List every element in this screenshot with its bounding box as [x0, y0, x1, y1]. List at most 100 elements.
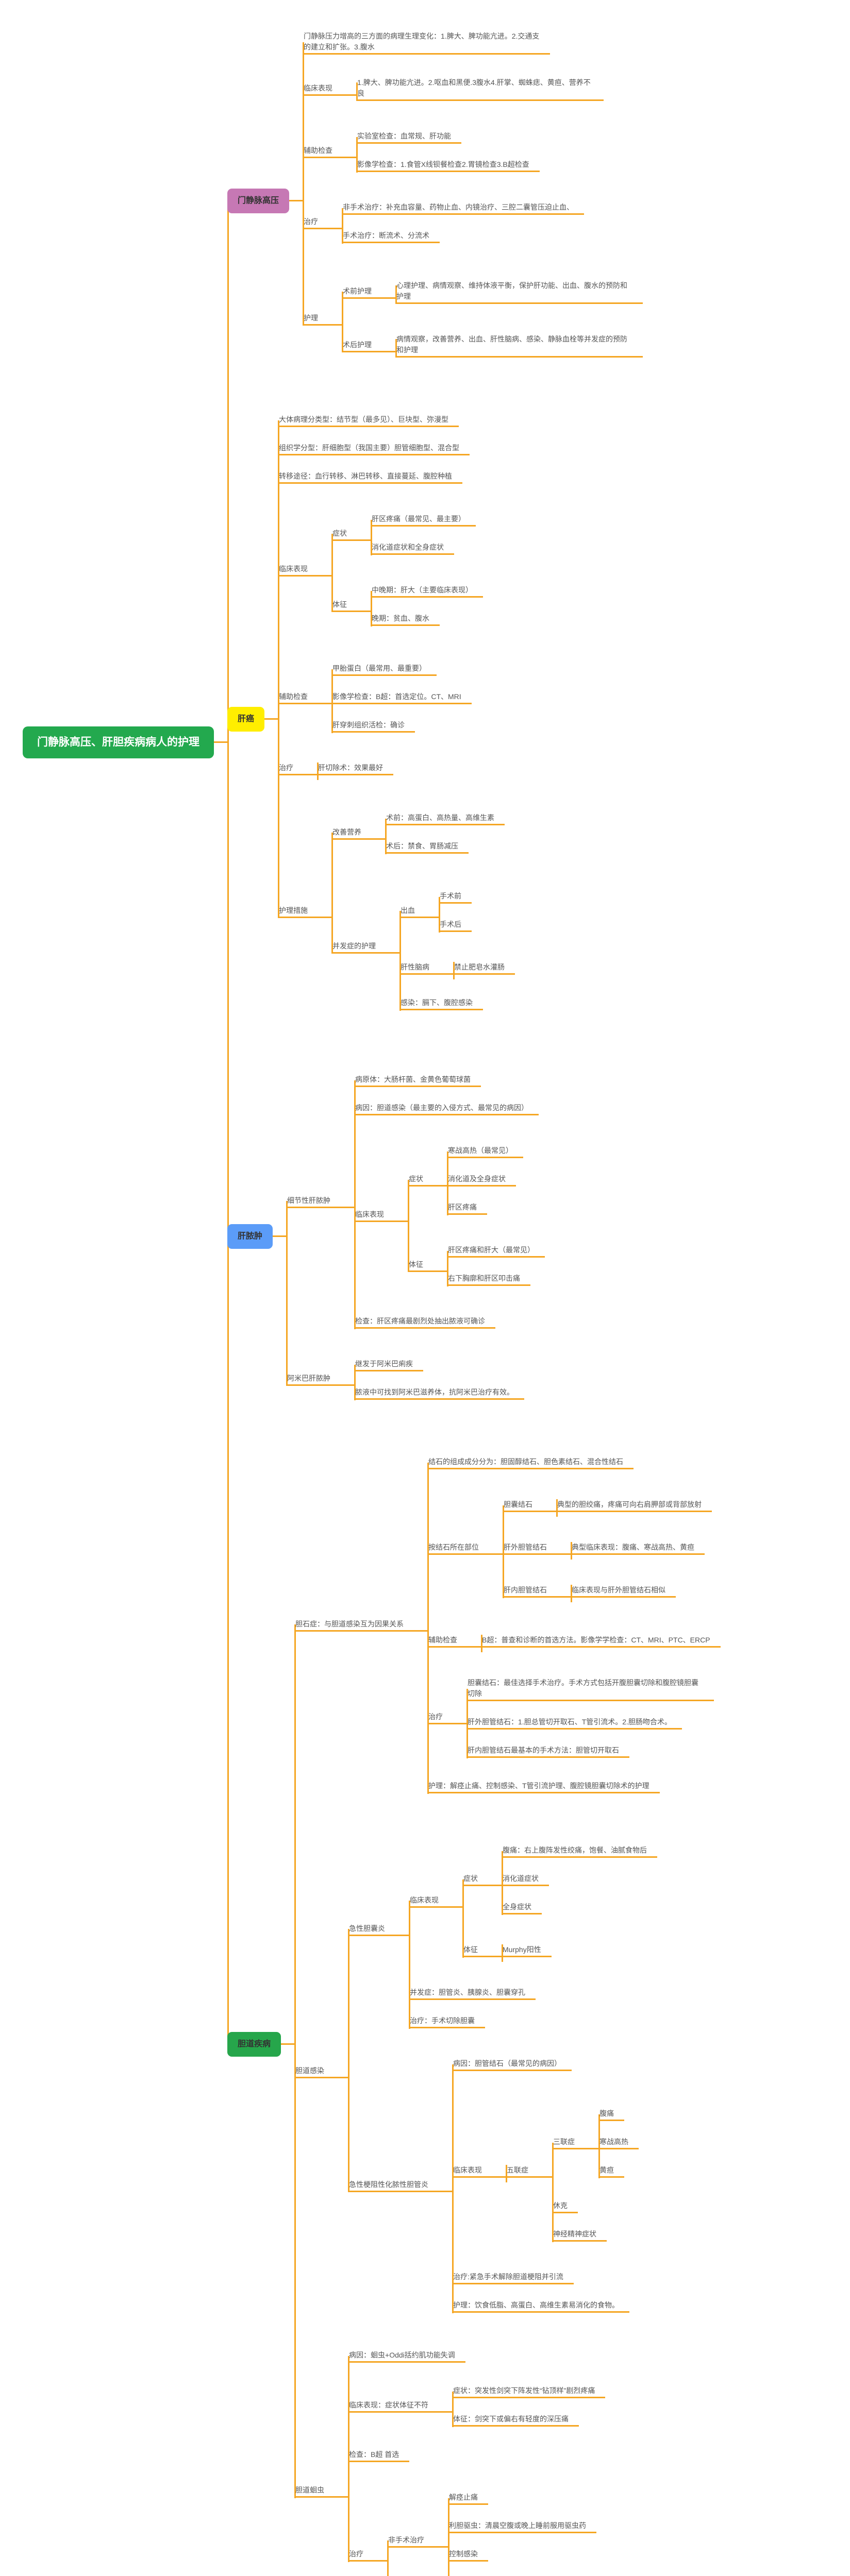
topic-label[interactable]: 肝区疼痛（最常见、最主要） [371, 513, 476, 527]
topic-label[interactable]: 按结石所在部位 [427, 1541, 503, 1555]
topic-label[interactable]: 细节性肝脓肿 [286, 1194, 355, 1208]
topic-label[interactable]: 肝外胆管结石 [503, 1541, 571, 1555]
topic-label[interactable]: Murphy阳性 [502, 1943, 552, 1957]
topic-label[interactable]: B超：普查和诊断的首选方法。影像学学检查：CT、MRI、PTC、ERCP [481, 1634, 721, 1648]
topic-label[interactable]: 并发症的护理 [331, 940, 400, 954]
branch-topic-label[interactable]: 肝脓肿 [227, 1224, 287, 1249]
topic-label[interactable]: 非手术治疗：补充血容量、药物止血、内镜治疗、三腔二囊管压迫止血、 [342, 201, 585, 215]
topic-label[interactable]: 五联症 [506, 2164, 553, 2178]
topic-label[interactable]: 腹痛：右上腹阵发性绞痛，饱餐、油腻食物后 [502, 1844, 658, 1858]
topic-label[interactable]: 肝性脑病 [399, 961, 454, 975]
topic-label[interactable]: 胆石症：与胆道感染互为因果关系 [294, 1618, 428, 1632]
topic-label[interactable]: 寒战高热 [598, 2136, 639, 2149]
topic-label[interactable]: 临床表现 [278, 563, 332, 577]
topic-label[interactable]: 阿米巴肝脓肿 [286, 1372, 355, 1386]
topic-label[interactable]: 急性胆囊炎 [348, 1922, 409, 1936]
topic-label[interactable]: 治疗 [278, 761, 318, 775]
topic-label[interactable]: 护理 [303, 312, 342, 326]
topic-label[interactable]: 肝穿刺组织活检：确诊 [331, 719, 415, 733]
topic-label[interactable]: 甲胎蛋白（最常用、最重要） [331, 662, 437, 676]
topic-label[interactable]: 影像学检查：1.食管X线钡餐检查2.胃镜检查3.B超检查 [356, 158, 540, 172]
topic-label[interactable]: 利胆驱虫：清晨空腹或晚上睡前服用驱虫药 [448, 2519, 597, 2533]
topic-label[interactable]: 肝区疼痛 [447, 1201, 488, 1215]
topic-label[interactable]: 肝内胆管结石 [503, 1584, 571, 1598]
topic-label[interactable]: 胆道蛔虫 [294, 2484, 348, 2498]
branch-topic-label[interactable]: 肝癌 [227, 706, 278, 732]
topic-label[interactable]: 结石的组成成分分为：胆固醇结石、胆色素结石、混合性结石 [427, 1455, 634, 1469]
topic-label[interactable]: 控制感染 [448, 2548, 489, 2562]
topic-label[interactable]: 检查：肝区疼痛最剧烈处抽出脓液可确诊 [354, 1315, 496, 1329]
topic-label[interactable]: 辅助检查 [278, 690, 332, 704]
topic-label[interactable]: 改善营养 [331, 826, 386, 840]
topic-label[interactable]: 手术前 [439, 890, 472, 904]
topic-label[interactable]: 出血 [399, 904, 439, 918]
topic-label[interactable]: 组织学分型：肝细胞型（我国主要）胆管细胞型、混合型 [278, 442, 470, 455]
topic-label[interactable]: 治疗:紧急手术解除胆道梗阻并引流 [452, 2270, 574, 2284]
topic-label[interactable]: 辅助检查 [303, 144, 357, 158]
topic-label[interactable]: 术前：高蛋白、高热量、高维生素 [385, 811, 505, 825]
topic-label[interactable]: 治疗 [348, 2548, 388, 2562]
topic-label[interactable]: 辅助检查 [427, 1634, 481, 1648]
topic-label[interactable]: 急性梗阻性化脓性胆管炎 [348, 2178, 453, 2192]
topic-label[interactable]: 体征 [331, 598, 371, 612]
topic-label[interactable]: 症状 [331, 527, 371, 541]
topic-label[interactable]: 治疗：手术切除胆囊 [409, 2014, 486, 2028]
topic-label[interactable]: 体征：剑突下或偏右有轻度的深压痛 [452, 2413, 579, 2427]
topic-label[interactable]: 腹痛 [598, 2107, 625, 2121]
topic-label[interactable]: 肝区疼痛和肝大（最常见） [447, 1244, 545, 1258]
topic-label[interactable]: 手术后 [439, 918, 472, 932]
topic-label[interactable]: 非手术治疗 [387, 2534, 448, 2548]
topic-label[interactable]: 胆囊结石：最佳选择手术治疗。手术方式包括开腹胆囊切除和腹腔镜胆囊切除 [466, 1676, 714, 1701]
topic-label[interactable]: 影像学检查：B超：首选定位。CT、MRI [331, 690, 472, 704]
topic-label[interactable]: 胆道感染 [294, 2064, 348, 2078]
topic-label[interactable]: 肝外胆管结石：1.胆总管切开取石、T管引流术。2.胆肠吻合术。 [466, 1716, 682, 1730]
topic-label[interactable]: 临床表现 [303, 82, 357, 96]
branch-topic-label[interactable]: 门静脉高压 [227, 189, 303, 213]
topic-label[interactable]: 临床表现：症状体征不符 [348, 2399, 453, 2413]
topic-label[interactable]: 神经精神症状 [552, 2228, 607, 2242]
topic-label[interactable]: 病原体：大肠杆菌、金黄色葡萄球菌 [354, 1073, 481, 1087]
topic-label[interactable]: 肝内胆管结石最基本的手术方法：胆管切开取石 [466, 1744, 630, 1758]
topic-label[interactable]: 病因：胆管结石（最常见的病因） [452, 2057, 572, 2071]
topic-label[interactable]: 禁止肥皂水灌肠 [453, 961, 515, 975]
topic-label[interactable]: 护理措施 [278, 904, 332, 918]
topic-label[interactable]: 治疗 [427, 1710, 467, 1724]
topic-label[interactable]: 实验室检查：血常规、肝功能 [356, 130, 462, 144]
topic-label[interactable]: 转移途径：血行转移、淋巴转移、直接蔓延、腹腔种植 [278, 470, 463, 484]
topic-label[interactable]: 三联症 [552, 2136, 599, 2149]
topic-label[interactable]: 全身症状 [502, 1901, 542, 1914]
topic-label[interactable]: 护理：解痉止痛、控制感染、T管引流护理、腹腔镜胆囊切除术的护理 [427, 1780, 660, 1793]
topic-label[interactable]: 病因：蛔虫+Oddi括约肌功能失调 [348, 2349, 465, 2363]
topic-label[interactable]: 治疗 [303, 215, 342, 229]
topic-label[interactable]: 消化道症状和全身症状 [371, 541, 455, 555]
topic-label[interactable]: 典型的胆绞痛，疼痛可向右肩胛部或背部放射 [556, 1498, 712, 1512]
branch-topic-label[interactable]: 胆道疾病 [227, 2031, 295, 2057]
topic-label[interactable]: 肝切除术：效果最好 [317, 761, 394, 775]
topic-label[interactable]: 脓液中可找到阿米巴滋养体，抗阿米巴治疗有效。 [354, 1386, 525, 1400]
topic-label[interactable]: 中晚期：肝大（主要临床表现） [371, 584, 484, 598]
topic-label[interactable]: 术后：禁食、胃肠减压 [385, 840, 469, 854]
topic-label[interactable]: 症状：突发性剑突下阵发性“钻顶样”剧烈疼痛 [452, 2384, 606, 2398]
topic-label[interactable]: 消化道症状 [502, 1872, 549, 1886]
root-topic-label[interactable]: 门静脉高压、肝胆疾病病人的护理 [23, 726, 227, 758]
topic-label[interactable]: 术后护理 [342, 338, 396, 352]
topic-label[interactable]: 临床表现 [409, 1894, 463, 1908]
topic-label[interactable]: 典型临床表现：腹痛、寒战高热、黄疸 [571, 1541, 705, 1555]
topic-label[interactable]: 休克 [552, 2199, 578, 2213]
topic-label[interactable]: 消化道及全身症状 [447, 1173, 516, 1187]
topic-label[interactable]: 大体病理分类型：结节型（最多见）、巨块型、弥漫型 [278, 413, 459, 427]
topic-label[interactable]: 心理护理、病情观察、维持体液平衡，保护肝功能、出血、腹水的预防和护理 [395, 279, 643, 304]
topic-label[interactable]: 右下胸廓和肝区叩击痛 [447, 1272, 531, 1286]
topic-label[interactable]: 护理：饮食低脂、高蛋白、高维生素易消化的食物。 [452, 2299, 630, 2313]
topic-label[interactable]: 晚期：贫血、腹水 [371, 612, 440, 626]
topic-label[interactable]: 临床表现 [354, 1208, 408, 1222]
topic-label[interactable]: 病因：胆道感染（最主要的入侵方式、最常见的病因） [354, 1101, 539, 1115]
topic-label[interactable]: 术前护理 [342, 285, 396, 299]
topic-label[interactable]: 病情观察，改善营养、出血、肝性脑病、感染、静脉血栓等并发症的预防和护理 [395, 333, 643, 358]
topic-label[interactable]: 体征 [462, 1943, 502, 1957]
topic-label[interactable]: 检查：B超 首选 [348, 2448, 410, 2462]
topic-label[interactable]: 1.脾大、脾功能亢进。2.呕血和黑便.3腹水4.肝掌、蜘蛛痣、黄疸、营养不良 [356, 76, 604, 101]
topic-label[interactable]: 继发于阿米巴痢疾 [354, 1358, 424, 1371]
topic-label[interactable]: 寒战高热（最常见） [447, 1144, 524, 1158]
